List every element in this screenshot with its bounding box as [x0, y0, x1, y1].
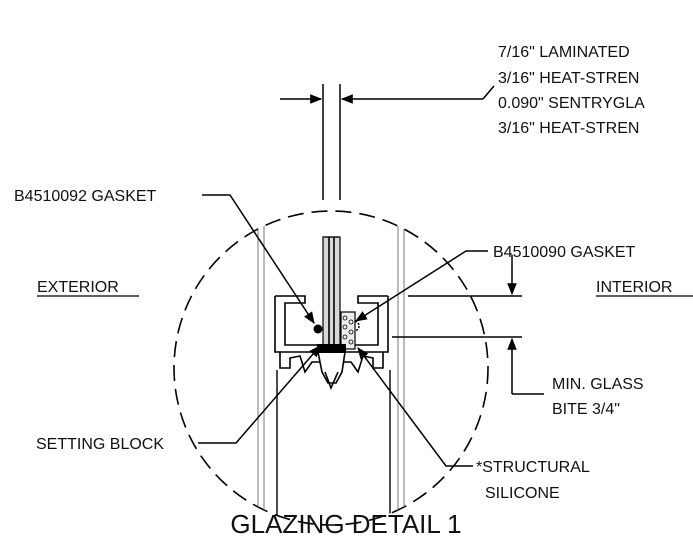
- thickness-dimension: [280, 84, 495, 200]
- spec-line-3: 0.090" SENTRYGLA: [498, 95, 645, 112]
- interior-label: INTERIOR: [596, 279, 672, 296]
- drawing-title: GLAZING DETAIL 1: [230, 509, 461, 539]
- gasket-left-shape: [313, 324, 323, 334]
- structural-silicone-label-2: SILICONE: [485, 485, 560, 502]
- gasket-left-label: B4510092 GASKET: [14, 188, 157, 205]
- structural-silicone-label-1: *STRUCTURAL: [476, 459, 590, 476]
- detail-circle: [173, 210, 489, 526]
- spec-line-2: 3/16" HEAT-STREN: [498, 70, 639, 87]
- spec-line-4: 3/16" HEAT-STREN: [498, 120, 639, 137]
- spec-line-1: 7/16" LAMINATED: [498, 44, 630, 61]
- gasket-right-label: B4510090 GASKET: [493, 244, 636, 261]
- silicone-hatch: [342, 315, 354, 345]
- exterior-label: EXTERIOR: [37, 279, 119, 296]
- leaders: [198, 194, 488, 467]
- bite-dimension: [392, 255, 544, 395]
- setting-block-shape: [317, 344, 346, 353]
- min-glass-label-1: MIN. GLASS: [552, 376, 644, 393]
- setting-block-label: SETTING BLOCK: [36, 436, 164, 453]
- min-glass-label-2: BITE 3/4": [552, 401, 620, 418]
- glass-panel: [322, 236, 341, 348]
